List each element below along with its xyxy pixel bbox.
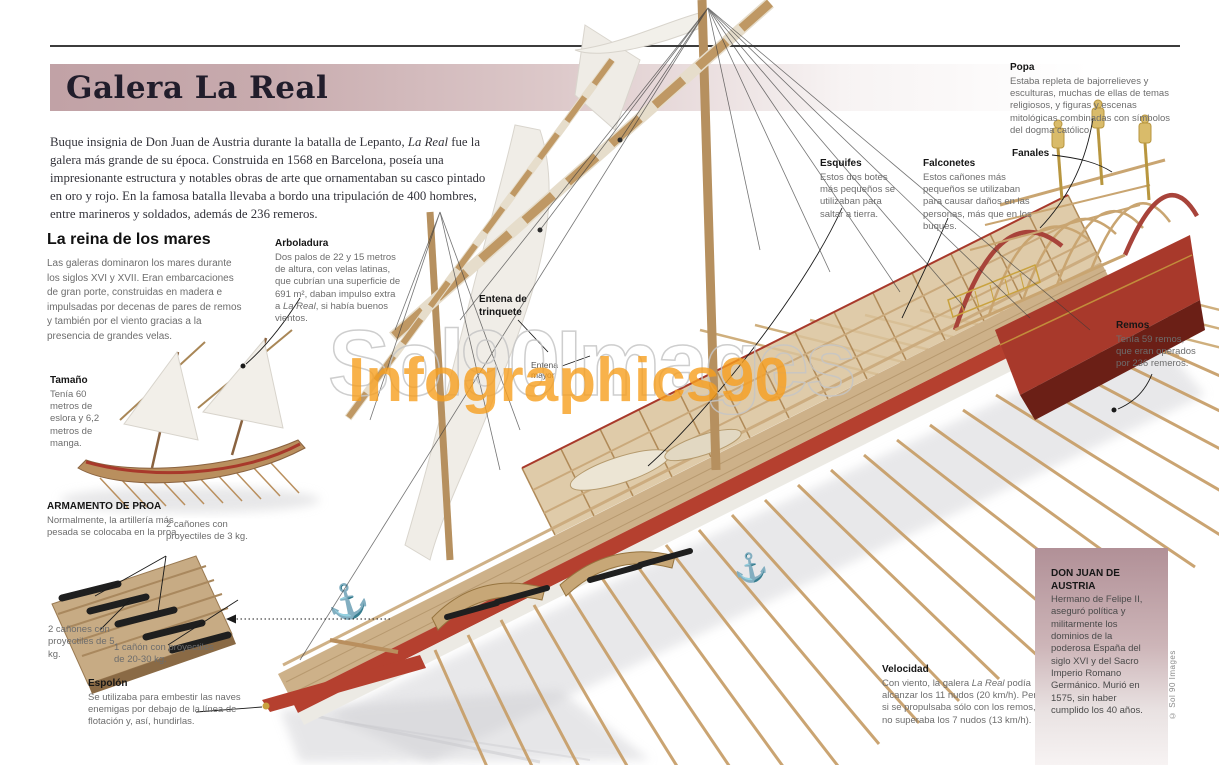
- callout-espolon: Espolón Se utilizaba para embestir las n…: [88, 678, 241, 728]
- callout-popa: Popa Estaba repleta de bajorrelieves y e…: [1010, 62, 1170, 136]
- callout-canones-3kg: 2 cañones con proyectiles de 3 kg.: [166, 519, 248, 543]
- detail-arrow: [226, 614, 236, 624]
- esquife-boat-2: [664, 428, 742, 462]
- bow-armament-illustration: [51, 555, 236, 694]
- callout-tamano: Tamaño Tenía 60 metros de eslora y 6,2 m…: [50, 375, 100, 449]
- callout-canones-5kg: 2 cañones con proyectiles de 5 kg.: [48, 624, 115, 660]
- intro-paragraph: Buque insignia de Don Juan de Austria du…: [50, 134, 486, 222]
- fanales-lanterns: [1051, 99, 1152, 201]
- callout-velocidad: Velocidad Con viento, la galera La Real …: [882, 664, 1042, 726]
- callout-falconetes: Falconetes Estos cañones más pequeños se…: [923, 158, 1032, 232]
- section-body: Las galeras dominaron los mares durante …: [47, 258, 242, 342]
- masts-and-sails: [299, 0, 1091, 661]
- rigging: [299, 7, 1091, 661]
- leader-lines: [94, 117, 1153, 713]
- watermark-outline: Sol90Images: [327, 310, 857, 416]
- callout-entena-mayor: Entena mayor: [531, 360, 558, 380]
- foremast: [426, 211, 454, 561]
- espolon-ram: [262, 655, 426, 712]
- small-galley-illustration: [60, 329, 320, 513]
- watermark-orange: Infographics90: [348, 346, 789, 415]
- section-heading: La reina de los mares: [47, 231, 211, 248]
- figurehead: [262, 702, 270, 710]
- callout-arboladura: Arboladura Dos palos de 22 y 15 metros d…: [275, 238, 401, 325]
- callout-remos: Remos Tenía 59 remos, que eran operados …: [1116, 320, 1196, 370]
- ground-shadow: [280, 330, 1205, 764]
- pennant: [574, 11, 704, 54]
- don-juan-box: DON JUAN DE AUSTRIA Hermano de Felipe II…: [1035, 548, 1168, 765]
- stern-structure: [947, 99, 1205, 420]
- callout-entena-trinquete: Entena de trinquete: [479, 294, 527, 318]
- detail-cannons: [58, 580, 232, 654]
- anchor-icon: ⚓: [730, 548, 770, 587]
- main-mast: [697, 0, 721, 471]
- bow-deck-details: ⚓ ⚓: [322, 428, 771, 631]
- section-reina: La reina de los mares Las galeras domina…: [47, 231, 247, 344]
- gold-railing: [947, 263, 1041, 319]
- callout-esquifes: Esquifes Estos dos botes más pequeños se…: [820, 158, 895, 220]
- copyright-credit: © Sol 90 Images: [1168, 650, 1177, 720]
- callout-canon-2030kg: 1 cañón con proyectiles de 20-30 kg.: [114, 642, 214, 666]
- callout-fanales: Fanales: [1012, 148, 1050, 159]
- callout-armamento: ARMAMENTO DE PROA Normalmente, la artill…: [47, 501, 180, 538]
- page-title: Galera La Real: [66, 70, 329, 106]
